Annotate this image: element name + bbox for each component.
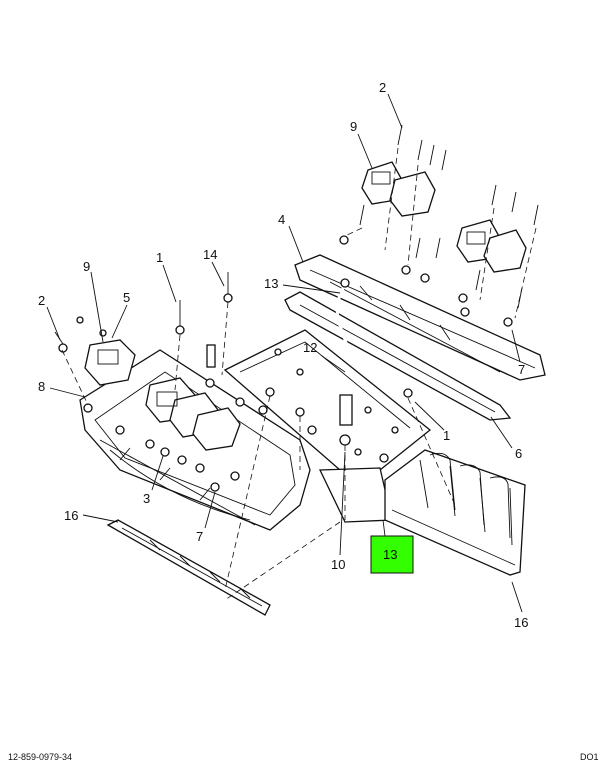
callout-3: 3 [143,491,150,506]
callout-6: 6 [515,446,522,461]
right-ignition-coils [361,161,527,273]
callout-5: 5 [123,290,130,305]
left-bolts [54,272,268,492]
right-valve-cover [284,254,546,421]
callout-2-left: 2 [38,293,45,308]
left-ignition-coils [84,339,241,451]
assembly-dashed-lines [61,147,537,601]
callout-9-left: 9 [83,259,90,274]
callout-12: 12 [303,340,317,355]
callout-2-top: 2 [379,80,386,95]
callout-16-right: 16 [514,615,528,630]
callout-16-left: 16 [64,508,78,523]
callout-4: 4 [278,212,285,227]
leader-lines [46,93,523,613]
callout-7-right: 7 [518,362,525,377]
highlight-box-13[interactable] [370,535,414,574]
callout-9-top: 9 [350,119,357,134]
callout-14: 14 [203,247,217,262]
callout-1-mid: 1 [156,250,163,265]
callout-8: 8 [38,379,45,394]
footer-right-code: DO1 [580,752,599,761]
left-gasket [106,519,271,616]
callout-13-highlight[interactable]: 13 [383,547,397,562]
pcv-tube [335,278,354,366]
callout-1-right: 1 [443,428,450,443]
callout-7-low: 7 [196,529,203,544]
footer-left-code: 12-859-0979-34 [8,752,72,761]
center-bolts [265,348,413,463]
callout-10: 10 [331,557,345,572]
callout-13-top: 13 [264,276,278,291]
right-bolts [339,124,539,327]
